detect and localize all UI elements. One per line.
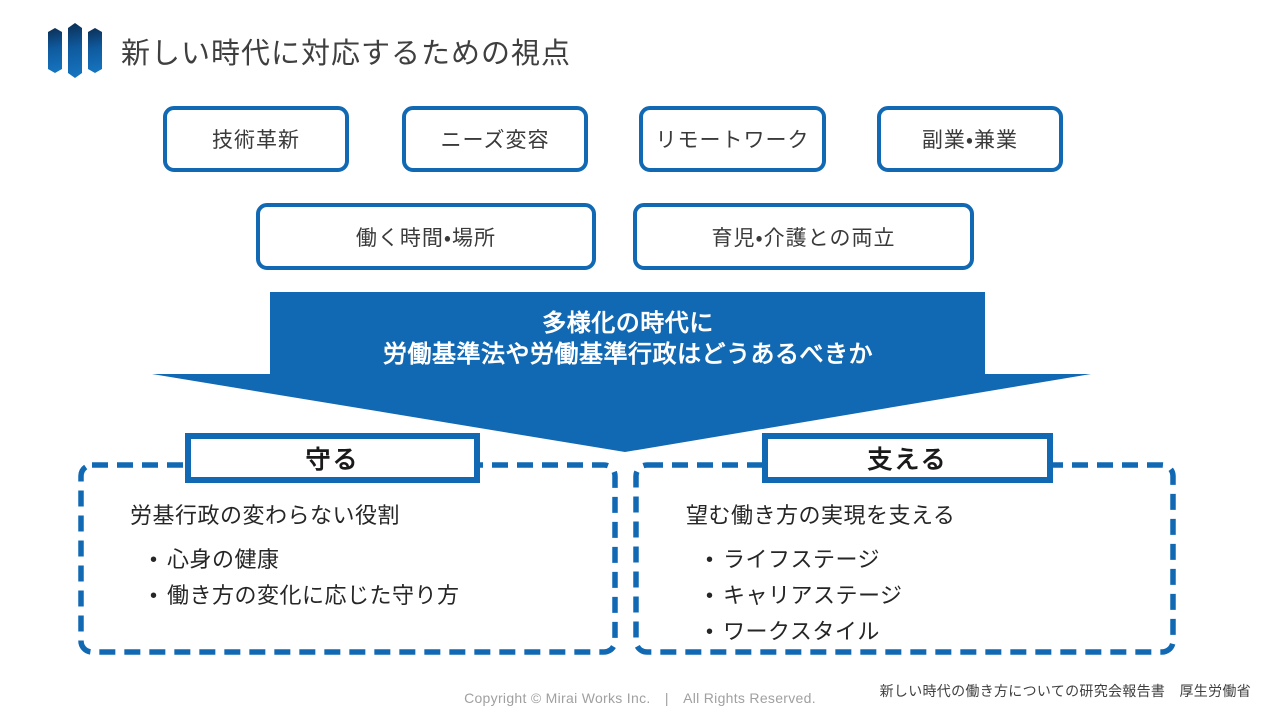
factor-box-remote-work: リモートワーク bbox=[639, 106, 826, 172]
panel-header-label: 支える bbox=[867, 446, 948, 474]
panel-content-protect: 労基行政の変わらない役割 心身の健康 働き方の変化に応じた守り方 bbox=[130, 501, 600, 614]
panel-heading: 望む働き方の実現を支える bbox=[686, 503, 956, 528]
arrow-question-line1: 多様化の時代に bbox=[542, 310, 714, 337]
panel-bullet: 心身の健康 bbox=[130, 542, 600, 578]
panel-bullet-list: 心身の健康 働き方の変化に応じた守り方 bbox=[130, 542, 600, 614]
factor-label: 働く時間・場所 bbox=[355, 226, 497, 250]
panel-bullet: ライフステージ bbox=[686, 542, 1156, 578]
logo-bar-icon bbox=[68, 23, 82, 78]
down-arrow-icon bbox=[152, 292, 1091, 452]
source-citation: 新しい時代の働き方についての研究会報告書 厚生労働省 bbox=[879, 683, 1251, 699]
logo-bar-icon bbox=[88, 28, 102, 73]
panel-header-label: 守る bbox=[305, 446, 360, 474]
copyright-text: Copyright © Mirai Works Inc. | All Right… bbox=[464, 690, 816, 706]
factor-label: 技術革新 bbox=[212, 129, 300, 152]
factor-box-needs-change: ニーズ変容 bbox=[402, 106, 588, 172]
panel-content-support: 望む働き方の実現を支える ライフステージ キャリアステージ ワークスタイル bbox=[686, 501, 1156, 650]
mirai-works-logo-icon bbox=[48, 23, 104, 78]
panel-heading: 労基行政の変わらない役割 bbox=[130, 503, 401, 528]
factor-label: 育児・介護との両立 bbox=[711, 226, 896, 250]
factor-box-tech-innovation: 技術革新 bbox=[163, 106, 349, 172]
factor-label: ニーズ変容 bbox=[440, 129, 550, 152]
panel-bullet: 働き方の変化に応じた守り方 bbox=[130, 578, 600, 614]
factor-box-side-jobs: 副業・兼業 bbox=[877, 106, 1063, 172]
factor-box-work-time-place: 働く時間・場所 bbox=[256, 203, 596, 270]
factor-label: リモートワーク bbox=[655, 129, 810, 152]
arrow-question-line2: 労働基準法や労働基準行政はどうあるべきか bbox=[383, 341, 873, 368]
logo-bar-icon bbox=[48, 28, 62, 73]
panel-bullet: ワークスタイル bbox=[686, 614, 1156, 650]
factor-label: 副業・兼業 bbox=[921, 129, 1019, 152]
factor-box-childcare-balance: 育児・介護との両立 bbox=[633, 203, 974, 270]
panel-header-support: 支える bbox=[762, 433, 1053, 483]
arrow-question: 多様化の時代に 労働基準法や労働基準行政はどうあるべきか bbox=[270, 308, 986, 370]
panel-bullet-list: ライフステージ キャリアステージ ワークスタイル bbox=[686, 542, 1156, 650]
panel-header-protect: 守る bbox=[185, 433, 480, 483]
panel-bullet: キャリアステージ bbox=[686, 578, 1156, 614]
page-title: 新しい時代に対応するための視点 bbox=[121, 38, 572, 70]
